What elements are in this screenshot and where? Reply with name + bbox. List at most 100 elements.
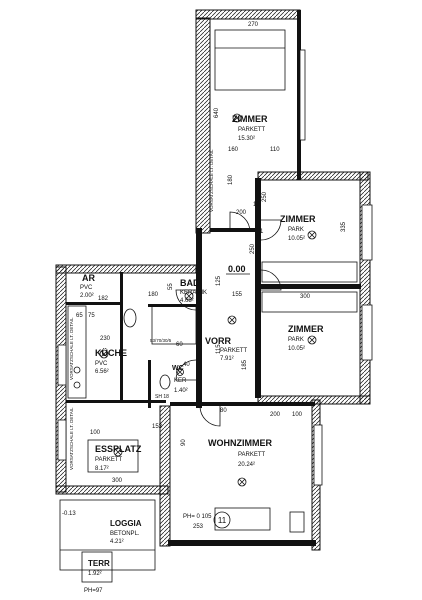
dim-160: 160	[228, 147, 239, 153]
wall-wohn-bottom	[168, 540, 316, 546]
light-zimmer3	[307, 335, 317, 345]
light-zimmer2	[307, 230, 317, 240]
room-name-essplatz: ESSPLATZ	[95, 444, 142, 454]
dim-250b: 250	[262, 191, 268, 202]
wall-top-right	[297, 10, 301, 180]
room-name-zimmer-1: ZIMMER	[232, 114, 268, 124]
room-area-terr: 1.92²	[88, 571, 102, 577]
furniture	[59, 29, 358, 583]
room-floor-kueche: PVC	[95, 361, 108, 367]
wall-corridor-right	[255, 178, 261, 398]
wall-top-left	[195, 17, 211, 234]
room-name-wohnzimmer: WOHNZIMMER	[208, 438, 272, 448]
light-kueche	[99, 349, 109, 359]
dim-90: 90	[181, 439, 187, 446]
light-wc	[176, 368, 184, 376]
dim-100b: 100	[90, 430, 101, 436]
wall-essplatz-bottom	[55, 485, 169, 495]
window-zimmer3	[361, 304, 373, 361]
dim-180b: 180	[148, 292, 159, 298]
room-floor-loggia: BETONPL.	[110, 531, 140, 537]
dim-125: 125	[216, 275, 222, 286]
door-wohn	[199, 405, 221, 427]
terr-area	[81, 551, 113, 583]
bed-zimmer1	[214, 29, 286, 91]
bad-dims-note: 53/70/30/5	[150, 338, 172, 343]
dim-75: 75	[88, 313, 95, 319]
dim-80: 80	[220, 408, 227, 414]
door-zimmer2	[260, 219, 282, 241]
dim-153: 153	[152, 424, 163, 430]
room-floor-zimmer-2: PARK	[288, 227, 304, 233]
dim-300b: 300	[112, 478, 123, 484]
light-bad	[184, 291, 194, 301]
vorsatzschale-note-1: VORSATZSCHALE LT. DETAIL	[209, 149, 214, 212]
window-essplatz	[57, 419, 67, 461]
annotations: VORSATZSCHALE LT. DETAIL VORSATZSCHALE L…	[62, 149, 214, 594]
dim-335: 335	[341, 221, 347, 232]
light-essplatz	[113, 447, 123, 457]
wall-essplatz-right	[159, 405, 171, 547]
vorsatzschale-note-2: VORSATZSCHALE LT. DETAIL	[69, 317, 74, 380]
wardrobe-zimmer2	[261, 261, 358, 283]
dim-200: 200	[236, 210, 247, 216]
room-area-zimmer-3: 10.05²	[288, 346, 305, 352]
interior-walls	[66, 178, 361, 408]
door-bad	[175, 289, 197, 311]
light-vorr	[227, 315, 237, 325]
room-area-vorr: 7.91²	[220, 356, 234, 362]
vorsatzschale-note-3: VORSATZSCHALE LT. DETAIL	[69, 407, 74, 470]
room-labels: ZIMMER PARKETT 15.30² ZIMMER PARK 10.05²…	[80, 114, 324, 577]
ph-note: PH= 0 105	[183, 514, 212, 520]
wardrobe-zimmer3	[261, 291, 358, 313]
room-area-essplatz: 8.17²	[95, 466, 109, 472]
level-marker: 0.00	[228, 264, 246, 274]
dim-182: 182	[98, 296, 109, 302]
unit-number-circle	[213, 511, 231, 529]
room-floor-zimmer-1: PARKETT	[238, 127, 266, 133]
room-floor-bad: KERAMIK	[180, 290, 207, 296]
wall-zimmer1-bottom	[210, 228, 260, 232]
wall-wc-left	[148, 360, 151, 408]
wall-wohn-top	[170, 402, 315, 406]
room-floor-vorr: PARKETT	[220, 348, 248, 354]
ph2-note: 253	[193, 524, 204, 530]
dim-55: 55	[168, 283, 174, 290]
light-wohn	[237, 477, 247, 487]
room-name-terr: TERR	[88, 559, 110, 568]
loggia-level: -0.13	[62, 511, 76, 517]
wall-corridor-left	[196, 228, 202, 408]
wall-bad-left	[120, 272, 123, 402]
window-zimmer1	[299, 49, 306, 141]
dim-155: 155	[232, 292, 243, 298]
dim-60: 60	[176, 342, 183, 348]
window-kueche	[57, 344, 67, 386]
wall-ar-bottom	[66, 302, 122, 305]
dim-1: 1	[260, 229, 264, 235]
unit-number: 11	[218, 516, 227, 525]
bathtub	[151, 305, 197, 345]
toilet-bad	[123, 308, 137, 328]
sofa	[214, 507, 271, 531]
dim-640: 640	[214, 107, 220, 118]
door-zimmer1	[229, 211, 251, 233]
light-zimmer1	[232, 113, 242, 123]
room-name-bad: BAD	[180, 278, 200, 288]
sink-kueche	[73, 366, 81, 374]
room-floor-wc: KER	[174, 378, 187, 384]
room-area-kueche: 6.56²	[95, 369, 109, 375]
room-name-loggia: LOGGIA	[110, 519, 142, 528]
door-swings	[175, 211, 282, 427]
loggia-area	[59, 499, 156, 571]
room-name-zimmer-2: ZIMMER	[280, 214, 316, 224]
dim-10: 10	[253, 202, 260, 208]
door-wc	[175, 359, 197, 381]
toilet-wc	[159, 374, 171, 390]
wall-kitchen-top	[55, 264, 197, 274]
room-floor-ar: PVC	[80, 285, 93, 291]
room-area-wohnzimmer: 20.24²	[238, 462, 255, 468]
dim-270: 270	[248, 22, 259, 28]
wall-zimmer-divider	[261, 284, 361, 289]
wall-kitchen-bottom	[66, 400, 166, 403]
room-area-ar: 2.00²	[80, 293, 94, 299]
